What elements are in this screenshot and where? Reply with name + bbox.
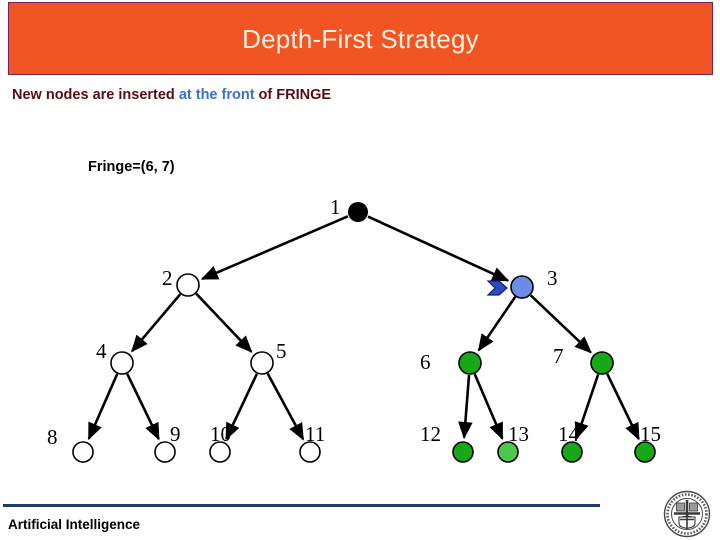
tree-edge-layer [87,215,640,441]
tree-node-8[interactable] [72,441,94,463]
subtitle-line: New nodes are inserted at the front of F… [12,88,331,103]
pointer-marker-layer [486,280,508,296]
tree-node-label-14: 14 [558,422,579,446]
subtitle-part-1: New nodes are inserted [12,87,179,103]
tree-node-label-3: 3 [547,266,558,290]
tree-node-15[interactable] [634,441,656,463]
tree-node-label-5: 5 [276,339,287,363]
tree-edge [606,373,640,441]
university-seal-icon [663,490,711,538]
tree-node-label-15: 15 [640,422,661,446]
tree-edge [195,292,253,353]
tree-node-label-2: 2 [162,266,173,290]
tree-node-label-7: 7 [553,344,564,368]
tree-edge [367,215,510,282]
subtitle-part-3: of FRINGE [254,87,332,103]
tree-edge [477,296,517,352]
tree-node-label-11: 11 [305,422,326,446]
tree-node-6[interactable] [458,351,482,375]
tree-node-12[interactable] [452,441,474,463]
tree-node-9[interactable] [154,441,176,463]
tree-node-14[interactable] [561,441,583,463]
tree-node-3[interactable] [510,275,534,299]
tree-node-10[interactable] [209,441,231,463]
tree-node-label-1: 1 [330,195,341,219]
tree-node-5[interactable] [250,351,274,375]
tree-edge [574,373,600,440]
tree-edge [458,374,473,440]
tree-edge [266,372,305,441]
footer-label: Artificial Intelligence [8,517,141,532]
tree-node-label-6: 6 [420,350,431,374]
tree-edge [225,373,259,441]
tree-node-4[interactable] [110,351,134,375]
page-title: Depth-First Strategy [242,23,479,54]
tree-node-11[interactable] [299,441,321,463]
title-banner: Depth-First Strategy [8,2,713,75]
tree-edge [200,215,349,281]
tree-edge [131,293,182,353]
fringe-label: Fringe=(6, 7) [88,159,175,175]
tree-edge [126,373,160,441]
tree-edge [87,373,119,441]
tree-node-layer [72,202,656,463]
tree-node-label-9: 9 [170,422,181,446]
footer-divider [3,504,600,507]
tree-edge [473,373,504,441]
tree-node-label-8: 8 [47,425,58,449]
tree-node-7[interactable] [590,351,614,375]
tree-node-13[interactable] [497,441,519,463]
subtitle-part-highlight: at the front [178,87,255,103]
tree-node-label-13: 13 [508,422,529,446]
tree-edge [529,294,592,354]
tree-node-1[interactable] [348,202,368,222]
tree-node-2[interactable] [176,273,200,297]
tree-node-label-10: 10 [210,422,231,446]
tree-node-label-4: 4 [96,339,107,363]
tree-node-label-12: 12 [420,422,441,446]
blue-pointer-chevron [486,280,508,296]
